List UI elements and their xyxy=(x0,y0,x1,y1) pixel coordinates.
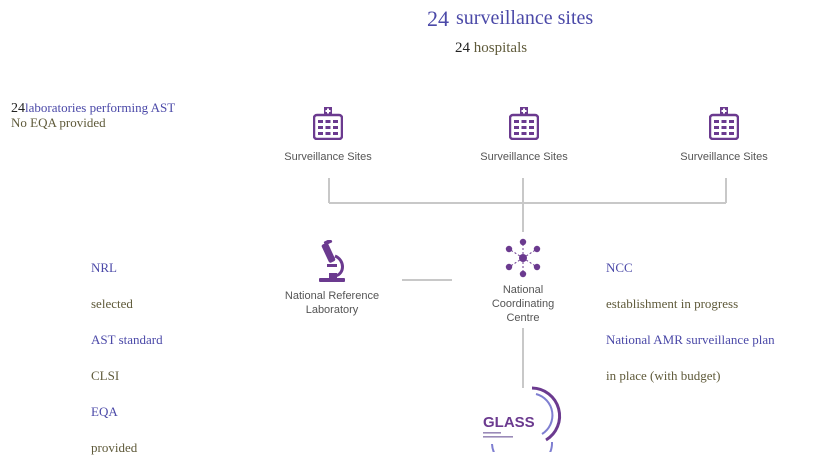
surveillance-site: Surveillance Sites xyxy=(454,106,594,163)
nrl-label-line: National Reference xyxy=(284,290,380,302)
nrl-info-line: AST standard xyxy=(91,332,163,347)
labs-block: 24laboratories performing AST No EQA pro… xyxy=(11,101,175,130)
labs-eqa: No EQA provided xyxy=(11,115,106,130)
ncc-label: National Coordinating Centre xyxy=(458,283,588,325)
nrl-info-line: selected xyxy=(91,296,133,311)
ncc-info-line: establishment in progress xyxy=(606,296,739,311)
ncc-info: NCC establishment in progress National A… xyxy=(606,238,775,394)
nrl-info-line: provided xyxy=(91,440,138,455)
hospitals-line: 24 hospitals xyxy=(455,40,527,57)
sites-label: surveillance sites xyxy=(456,7,594,29)
labs-label: laboratories performing AST xyxy=(25,100,176,115)
nrl-node: National Reference Laboratory xyxy=(262,238,402,317)
nrl-info-line: EQA xyxy=(91,404,118,419)
hospital-icon xyxy=(508,107,540,141)
surveillance-site: Surveillance Sites xyxy=(654,106,794,163)
sites-count: 24 xyxy=(427,6,449,31)
site-label: Surveillance Sites xyxy=(284,151,372,163)
labs-count: 24 xyxy=(11,101,25,116)
ncc-info-line: NCC xyxy=(606,260,633,275)
nrl-info: NRL selected AST standard CLSI EQA provi… xyxy=(91,238,163,466)
nrl-info-line: NRL xyxy=(91,260,117,275)
hospital-icon xyxy=(312,107,344,141)
hospitals-label: hospitals xyxy=(473,40,528,56)
microscope-icon xyxy=(319,238,345,282)
surveillance-site: Surveillance Sites xyxy=(258,106,398,163)
hospital-icon xyxy=(708,107,740,141)
site-label: Surveillance Sites xyxy=(680,151,768,163)
ncc-info-line: in place (with budget) xyxy=(606,368,721,383)
glass-logo: GLASS xyxy=(470,382,580,466)
ncc-label-line: National xyxy=(502,284,544,296)
connector-lines xyxy=(328,178,727,388)
ncc-label-line: Centre xyxy=(506,312,540,324)
site-label: Surveillance Sites xyxy=(480,151,568,163)
nrl-label: National Reference Laboratory xyxy=(262,289,402,317)
nrl-label-line: Laboratory xyxy=(305,304,359,316)
ncc-node: National Coordinating Centre xyxy=(458,238,588,325)
glass-logo-graphic: GLASS xyxy=(483,386,562,466)
hospitals-count: 24 xyxy=(455,40,470,56)
nrl-info-line: CLSI xyxy=(91,368,120,383)
ncc-label-line: Coordinating xyxy=(491,298,555,310)
network-icon xyxy=(505,238,541,278)
ncc-info-line: National AMR surveillance plan xyxy=(606,332,775,347)
glass-logo-text: GLASS xyxy=(483,414,535,431)
